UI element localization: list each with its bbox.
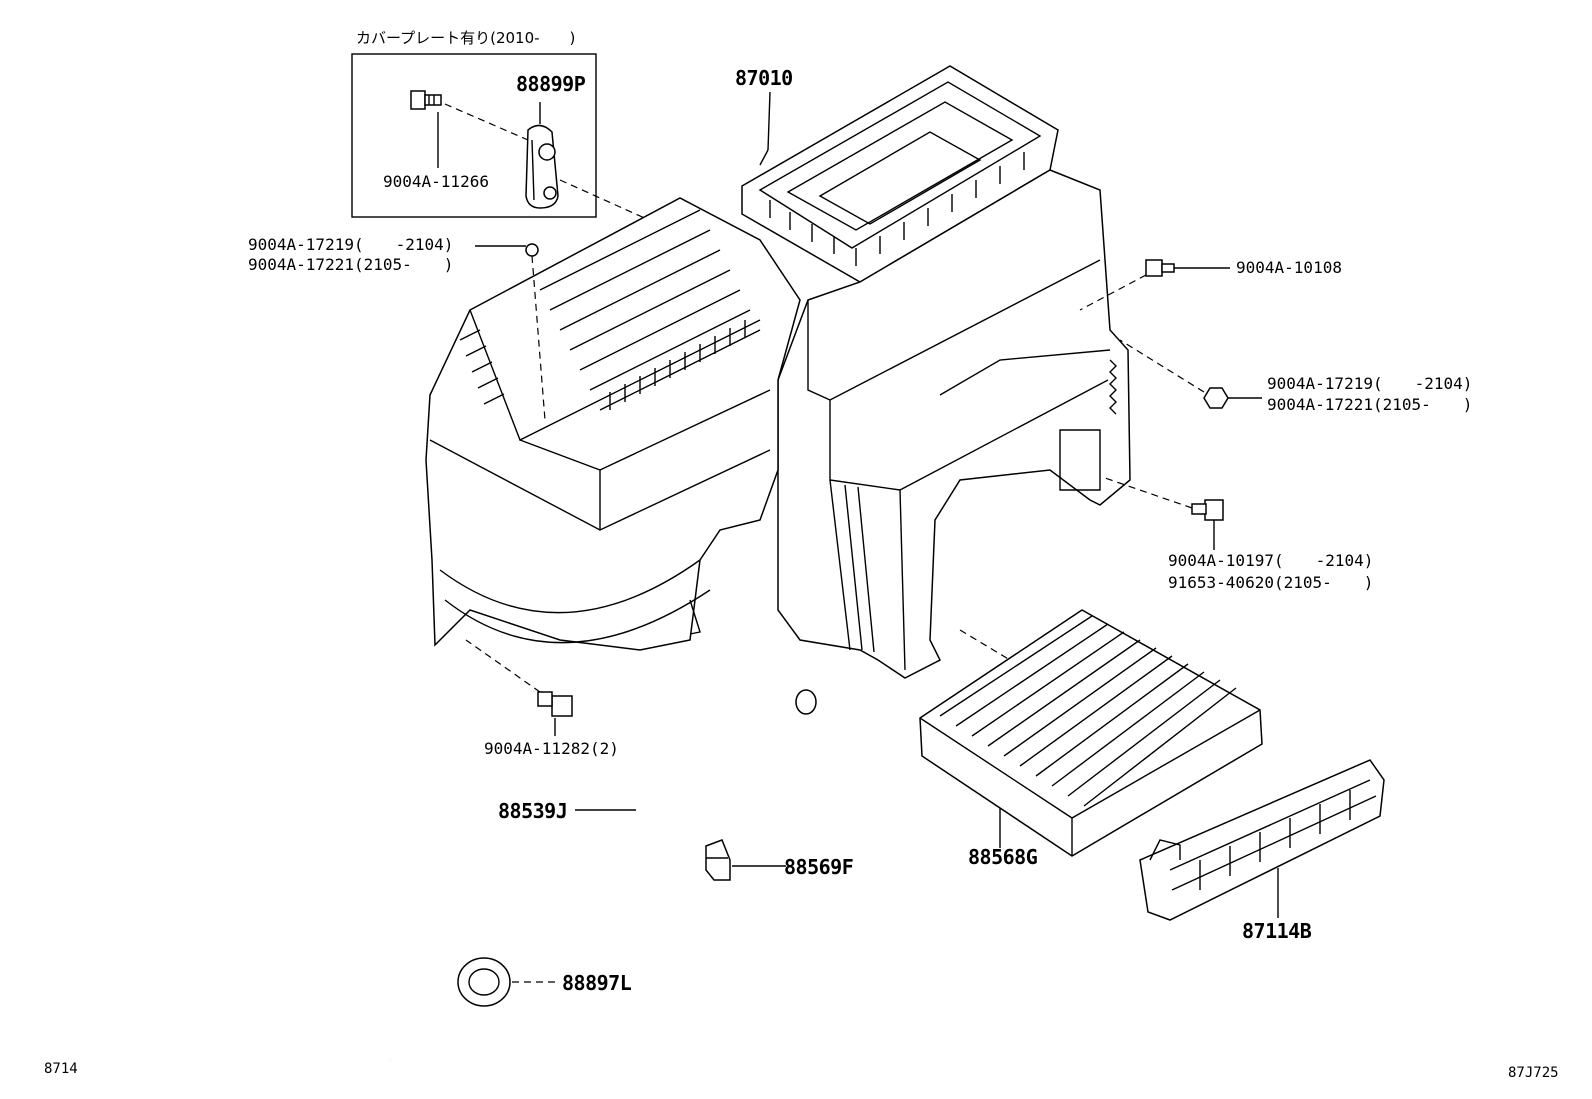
hex-nut-icon: [1203, 387, 1229, 409]
cover-plate-icon: [525, 124, 559, 209]
part-label-9004A-11266[interactable]: 9004A-11266: [383, 172, 489, 191]
part-label-88899P[interactable]: 88899P: [516, 72, 586, 96]
cover-plate-inset-box: [351, 53, 597, 218]
part-label-88539J[interactable]: 88539J: [498, 799, 568, 823]
part-label-9004A-17219-left[interactable]: 9004A-17219( -2104): [248, 235, 454, 254]
bolt-icon: [1191, 499, 1224, 521]
part-label-88568G[interactable]: 88568G: [968, 845, 1038, 869]
part-label-88897L[interactable]: 88897L: [562, 971, 632, 995]
part-label-87010[interactable]: 87010: [735, 66, 793, 90]
grommet-icon: [457, 957, 511, 1007]
heater-unit-housing-icon: [425, 65, 1131, 679]
part-label-9004A-10197[interactable]: 9004A-10197( -2104): [1168, 551, 1374, 570]
figure-code-left: 8714: [44, 1061, 78, 1077]
drain-hose-icon: [354, 677, 817, 1064]
bolt-icon: [410, 90, 442, 110]
bolt-icon: [537, 691, 573, 717]
part-label-91653-40620[interactable]: 91653-40620(2105- ): [1168, 573, 1374, 592]
filter-cover-icon: [1139, 759, 1385, 921]
air-filter-icon: [919, 609, 1263, 857]
part-label-88569F[interactable]: 88569F: [784, 855, 854, 879]
part-label-9004A-10108[interactable]: 9004A-10108: [1236, 258, 1342, 277]
part-label-9004A-17221-left[interactable]: 9004A-17221(2105- ): [248, 255, 454, 274]
cover-plate-caption: カバープレート有り(2010- ): [356, 29, 576, 47]
part-label-9004A-17221-right[interactable]: 9004A-17221(2105- ): [1267, 395, 1473, 414]
hose-clamp-icon: [705, 839, 731, 881]
figure-code-right: 87J725: [1508, 1065, 1559, 1081]
part-label-87114B[interactable]: 87114B: [1242, 919, 1312, 943]
part-label-9004A-11282[interactable]: 9004A-11282(2): [484, 739, 619, 758]
clip-nut-icon: [1145, 259, 1175, 277]
part-label-9004A-17219-right[interactable]: 9004A-17219( -2104): [1267, 374, 1473, 393]
